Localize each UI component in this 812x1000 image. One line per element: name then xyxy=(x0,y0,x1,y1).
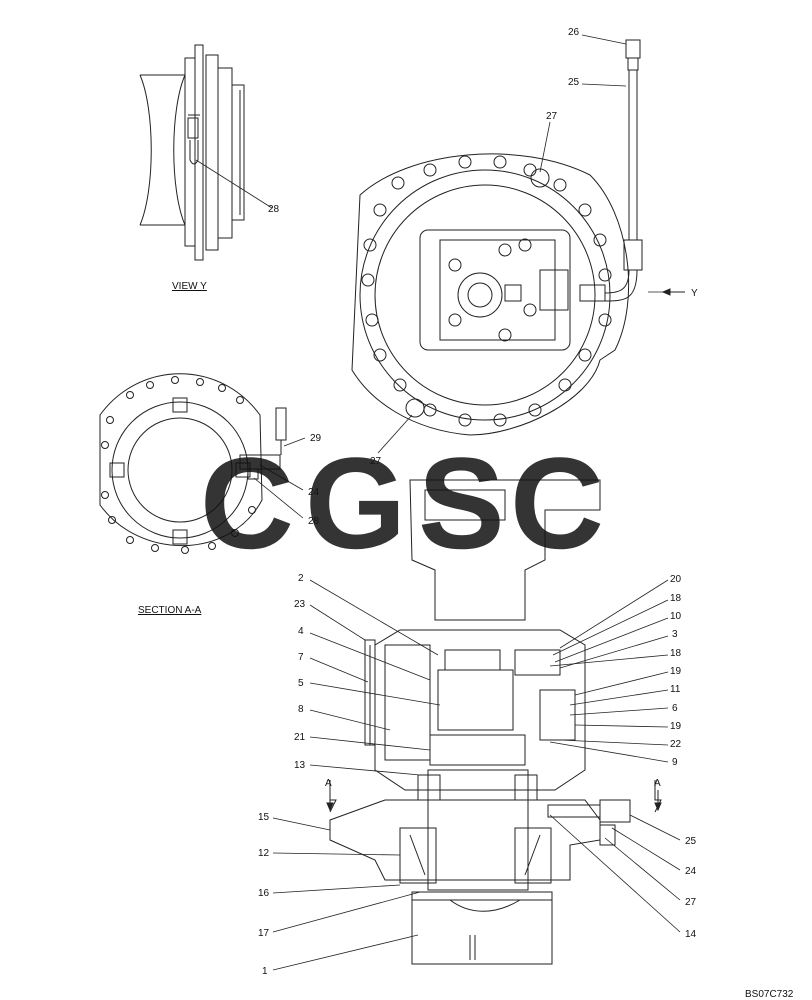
callout-label: 12 xyxy=(258,848,270,859)
view-y-drawing xyxy=(139,44,245,261)
callout-label: 11 xyxy=(670,684,681,695)
watermark-letter-g: G xyxy=(305,430,406,576)
callout-label: 24 xyxy=(308,487,320,498)
callout-label: 18 xyxy=(670,593,682,604)
section-marker-right xyxy=(654,790,662,812)
callout-label: 17 xyxy=(258,928,270,939)
section-aa-title: SECTION A-A xyxy=(138,605,202,616)
callout-label: 29 xyxy=(310,433,322,444)
callout-label: 25 xyxy=(568,77,580,88)
callout-label: 4 xyxy=(298,626,304,637)
callout-label: 27 xyxy=(370,456,382,467)
section-marker-left xyxy=(326,790,334,812)
callout-label: 15 xyxy=(258,812,270,823)
leader-lines xyxy=(195,34,681,971)
watermark-letter-c1: C xyxy=(200,430,294,576)
callout-label: 1 xyxy=(262,966,268,977)
callout-label: 14 xyxy=(685,929,697,940)
callout-label: 16 xyxy=(258,888,270,899)
callout-label: 10 xyxy=(670,611,682,622)
callout-label: 27 xyxy=(685,897,697,908)
callout-label: 25 xyxy=(685,836,697,847)
section-mark-right: A xyxy=(654,778,661,789)
callout-label: 6 xyxy=(672,703,678,714)
top-view-drawing xyxy=(351,39,643,436)
section-aa-drawing xyxy=(99,373,287,554)
callout-label: 5 xyxy=(298,678,304,689)
callout-label: 19 xyxy=(670,721,682,732)
drawing-code: BS07C732 xyxy=(745,989,794,1000)
callout-label: 2 xyxy=(298,573,304,584)
callout-label: 24 xyxy=(685,866,697,877)
callout-label: 18 xyxy=(670,648,682,659)
callout-label: 27 xyxy=(546,111,558,122)
view-y-title: VIEW Y xyxy=(172,281,207,292)
watermark-letter-c2: C xyxy=(510,430,604,576)
cgsc-watermark: C G S C xyxy=(200,430,604,576)
callout-label: 9 xyxy=(672,757,678,768)
callout-label: 28 xyxy=(268,204,280,215)
callout-label: 23 xyxy=(294,599,306,610)
callout-label: 21 xyxy=(294,732,306,743)
callout-label: 22 xyxy=(670,739,682,750)
callout-label: 3 xyxy=(672,629,678,640)
callout-label: 26 xyxy=(568,27,580,38)
watermark-letter-s: S xyxy=(418,430,505,576)
view-y-arrow xyxy=(661,288,685,296)
callout-label: 19 xyxy=(670,666,682,677)
callout-label: 7 xyxy=(298,652,304,663)
callout-label: 20 xyxy=(670,574,682,585)
callout-label: 8 xyxy=(298,704,304,715)
view-y-arrow-label: Y xyxy=(691,288,698,299)
main-section-drawing xyxy=(329,479,662,965)
section-mark-left: A xyxy=(325,778,332,789)
callout-label: 13 xyxy=(294,760,306,771)
callout-label: 28 xyxy=(308,516,320,527)
